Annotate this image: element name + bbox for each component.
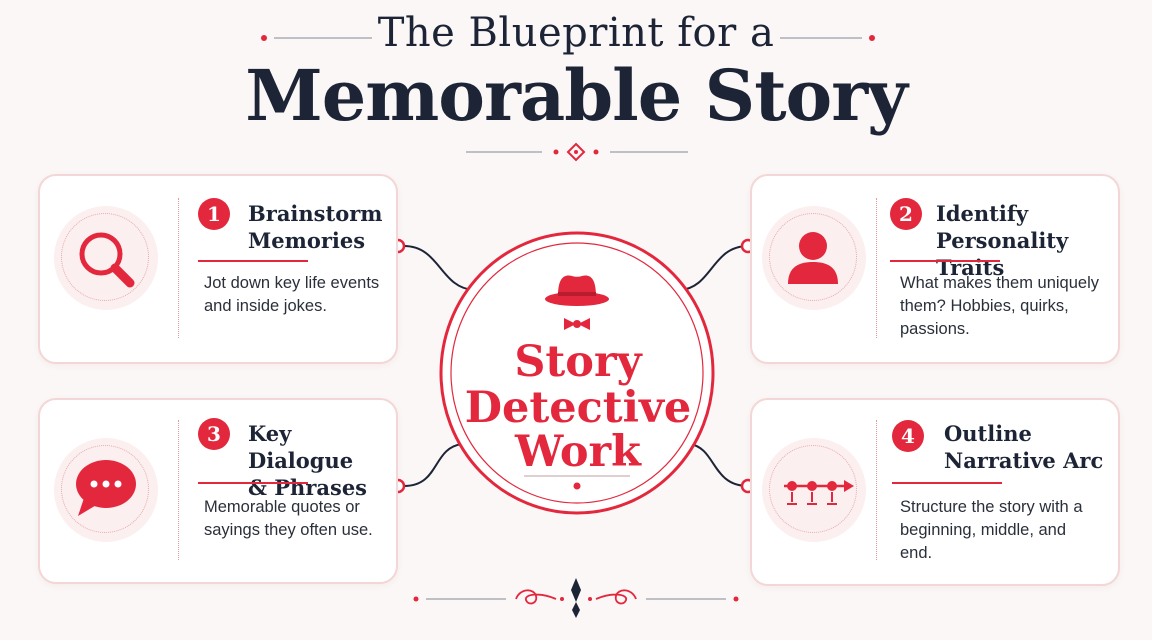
magnifier-icon bbox=[79, 232, 135, 288]
step-heading: Identify Personality Traits bbox=[936, 201, 1069, 280]
step-number: 2 bbox=[890, 198, 922, 230]
step-number: 1 bbox=[198, 198, 230, 230]
center-line-1: Story bbox=[514, 337, 642, 387]
timeline-icon bbox=[784, 480, 854, 505]
icon-badge bbox=[54, 438, 158, 542]
person-icon bbox=[788, 232, 838, 284]
step-heading: Key Dialogue & Phrases bbox=[248, 421, 368, 500]
step-description: What makes them uniquely them? Hobbies, … bbox=[900, 274, 1100, 338]
step-description: Memorable quotes or sayings they often u… bbox=[204, 498, 373, 539]
icon-badge bbox=[762, 206, 866, 310]
speech-bubble-icon bbox=[76, 460, 136, 516]
step-description: Jot down key life events and inside joke… bbox=[204, 274, 380, 315]
center-line-2: Detective bbox=[464, 383, 692, 433]
step-heading: Brainstorm Memories bbox=[248, 201, 383, 253]
title-line-1: The Blueprint for a bbox=[377, 10, 775, 56]
detective-hat-bowtie-icon bbox=[545, 275, 609, 330]
title-ornament bbox=[261, 35, 875, 162]
icon-badge bbox=[54, 206, 158, 310]
step-card-4: 4 Outline Narrative Arc Structure the st… bbox=[750, 398, 1120, 586]
center-line-3: Work bbox=[515, 427, 641, 477]
title-line-2: Memorable Story bbox=[245, 54, 908, 137]
step-card-3: 3 Key Dialogue & Phrases Memorable quote… bbox=[38, 398, 398, 584]
step-card-1: 1 Brainstorm Memories Jot down key life … bbox=[38, 174, 398, 364]
icon-badge bbox=[762, 438, 866, 542]
step-number: 3 bbox=[198, 418, 230, 450]
step-number: 4 bbox=[892, 420, 924, 452]
step-heading: Outline Narrative Arc bbox=[944, 421, 1104, 473]
step-description: Structure the story with a beginning, mi… bbox=[900, 498, 1083, 562]
step-card-2: 2 Identify Personality Traits What makes… bbox=[750, 174, 1120, 364]
